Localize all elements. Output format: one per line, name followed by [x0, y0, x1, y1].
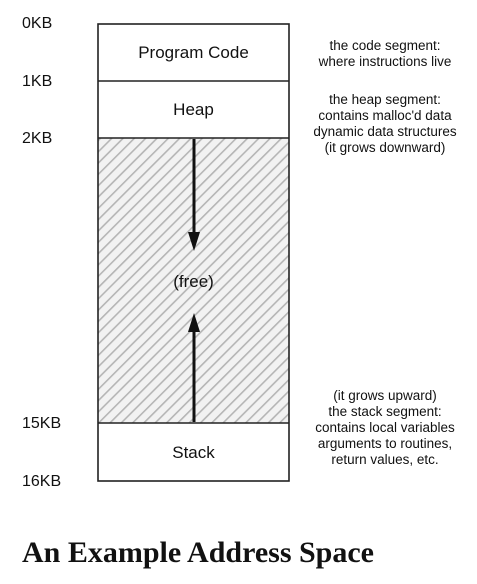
annotation-heap: the heap segment: contains malloc'd data… [300, 92, 470, 156]
annotation-heap-line: contains malloc'd data [318, 108, 452, 123]
annotation-heap-line: dynamic data structures [313, 124, 457, 139]
annotation-stack-line: the stack segment: [328, 404, 442, 419]
annotation-stack-line: (it grows upward) [333, 388, 437, 403]
offset-2kb: 2KB [22, 130, 53, 147]
annotation-stack-line: return values, etc. [331, 452, 439, 467]
address-space-box [97, 23, 290, 482]
stack-growth-arrow [188, 313, 200, 422]
segment-label-code: Program Code [138, 43, 249, 62]
offset-16kb: 16KB [22, 473, 62, 490]
annotation-stack-line: arguments to routines, [317, 436, 453, 451]
annotation-heap-line: (it grows downward) [324, 140, 446, 155]
annotation-stack: (it grows upward) the stack segment: con… [300, 388, 470, 468]
annotation-code-line: where instructions live [318, 54, 452, 69]
annotation-heap-line: the heap segment: [329, 92, 441, 107]
offset-0kb: 0KB [22, 15, 53, 32]
annotation-stack-line: contains local variables [315, 420, 455, 435]
annotation-code: the code segment: where instructions liv… [300, 38, 470, 70]
segment-label-heap: Heap [173, 100, 214, 119]
figure-caption: An Example Address Space [22, 536, 375, 569]
heap-growth-arrow [188, 139, 200, 251]
segment-label-stack: Stack [172, 443, 215, 462]
annotation-code-line: the code segment: [329, 38, 441, 53]
offset-1kb: 1KB [22, 73, 53, 90]
offset-15kb: 15KB [22, 415, 62, 432]
segment-label-free: (free) [173, 272, 214, 291]
